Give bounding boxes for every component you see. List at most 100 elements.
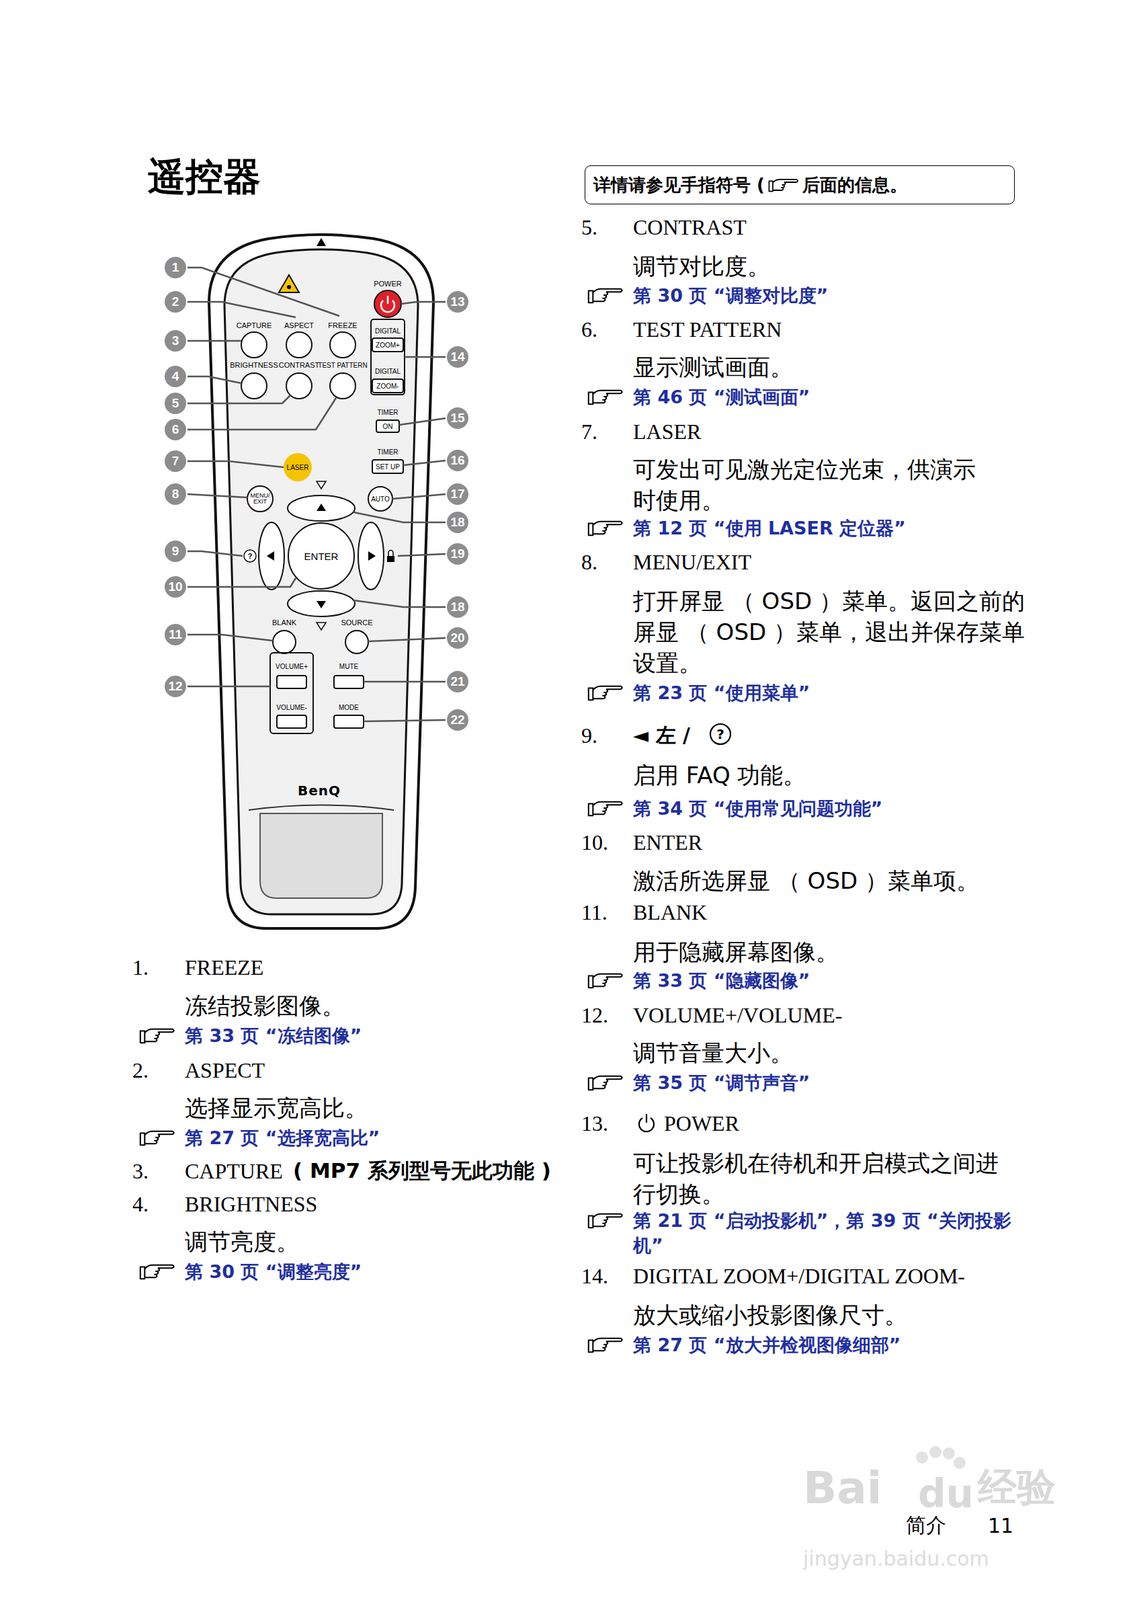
button-label: CAPTURE [236, 321, 273, 330]
watermark: 经验 [977, 1460, 1056, 1514]
callout-number: 5 [172, 395, 180, 411]
item-note: ( MP7 系列型号无此功能 ) [293, 1156, 552, 1185]
item-number: 8. [581, 549, 598, 575]
item-description: 用于隐藏屏幕图像。 [633, 936, 839, 968]
item-name: FREEZE [184, 954, 264, 980]
item-description: 打开屏显 （ OSD ）菜单。返回之前的屏显 （ OSD ）菜单，退出并保存菜单… [633, 585, 1037, 679]
hand-icons [140, 288, 623, 1353]
button-label: MODE [338, 703, 359, 712]
item-name: CAPTURE [184, 1158, 283, 1184]
watermark-paw [915, 1445, 966, 1469]
item-description: 显示测试画面。 [633, 351, 793, 383]
item-number: 11. [581, 899, 608, 925]
note-box: 详情请参见手指符号 (后面的信息。 [584, 165, 1015, 205]
callout-number: 8 [172, 486, 180, 502]
item-description: 可让投影机在待机和开启模式之间进行切换。 [633, 1147, 1010, 1209]
callout-number: 2 [172, 294, 180, 310]
item-number: 14. [581, 1263, 609, 1289]
page-reference: 第 33 页 “隐藏图像” [633, 967, 810, 993]
item-description: 冻结投影图像。 [184, 989, 345, 1021]
button-label: AUTO [370, 495, 390, 503]
callout-number: 6 [172, 422, 180, 437]
item-name: BLANK [633, 899, 707, 925]
item-name: DIGITAL ZOOM+/DIGITAL ZOOM- [633, 1263, 966, 1289]
button-label: BRIGHTNESS [229, 360, 279, 369]
item-number: 1. [132, 954, 149, 980]
callout-number: 18 [450, 599, 465, 615]
buttons [241, 274, 405, 734]
page-reference: 第 35 页 “调节声音” [633, 1069, 810, 1095]
button-label: LASER [286, 463, 310, 472]
remote-body [208, 234, 434, 929]
callout-number: 22 [450, 712, 465, 728]
leader-lines [186, 267, 447, 722]
item-description: 激活所选屏显 （ OSD ）菜单项。 [633, 864, 980, 896]
item-description: 启用 FAQ 功能。 [633, 759, 806, 791]
page-reference: 第 21 页 “启动投影机”，第 39 页 “关闭投影机” [633, 1207, 1023, 1258]
item-description: 选择显示宽高比。 [184, 1092, 368, 1123]
button-label: MUTE [339, 662, 359, 671]
button-label: TIMER [377, 408, 398, 416]
callout-number: 11 [168, 626, 183, 642]
callout-number: 10 [168, 579, 183, 595]
button-label: SOURCE [340, 618, 373, 627]
button-label: VOLUME- [276, 703, 308, 712]
hand-icon [767, 176, 800, 194]
callout-number: 21 [450, 674, 465, 689]
item-name: MENU/EXIT [633, 549, 752, 575]
callout-number: 12 [168, 678, 183, 694]
faq-symbol: ? [716, 725, 725, 742]
page-title: 遥控器 [147, 151, 261, 203]
page-reference: 第 30 页 “调整亮度” [184, 1258, 362, 1284]
item-name: ASPECT [184, 1057, 265, 1083]
callout-number: 16 [450, 452, 465, 468]
item-number: 4. [132, 1191, 149, 1217]
item-name: VOLUME+/VOLUME- [633, 1002, 843, 1028]
button-label: BLANK [272, 618, 297, 627]
item-description: 调节亮度。 [184, 1225, 300, 1257]
item-number: 12. [581, 1002, 609, 1028]
item-name: LASER [633, 419, 701, 445]
button-symbol: ? [247, 551, 253, 560]
item-number: 6. [581, 317, 598, 343]
callout-number: 7 [172, 453, 180, 469]
button-label: ZOOM+ [375, 341, 400, 349]
watermark: Bai [803, 1461, 882, 1514]
callout-number: 20 [450, 630, 465, 646]
callout-number: 4 [172, 368, 180, 384]
callout-number: 17 [450, 486, 465, 502]
button-label: CONTRAST [278, 360, 320, 369]
button-label: VOLUME+ [275, 662, 308, 671]
page-reference: 第 33 页 “冻结图像” [184, 1022, 362, 1048]
item-number: 3. [132, 1158, 149, 1184]
item-number: 10. [581, 829, 609, 855]
button-label: POWER [373, 279, 402, 288]
button-label: SET UP [375, 463, 400, 471]
item-name: CONTRAST [633, 215, 747, 240]
note-text: 详情请参见手指符号 ( [593, 173, 765, 197]
page-reference: 第 34 页 “使用常见问题功能” [633, 795, 883, 821]
item-name: ◄ 左 / [633, 721, 691, 750]
item-description: 调节对比度。 [633, 250, 771, 282]
callout-number: 18 [450, 514, 465, 530]
item-number: 9. [581, 723, 598, 748]
page-reference: 第 12 页 “使用 LASER 定位器” [633, 515, 906, 541]
callout-number: 15 [450, 410, 465, 426]
button-label: ASPECT [284, 321, 314, 330]
page-reference: 第 27 页 “选择宽高比” [184, 1124, 380, 1150]
callout-circles [163, 256, 470, 732]
button-label: ZOOM- [376, 382, 399, 390]
button-label: ON [383, 422, 394, 431]
callout-number: 19 [450, 546, 465, 562]
button-label: DIGITAL [374, 367, 401, 375]
button-label: FREEZE [327, 321, 357, 330]
callout-number: 3 [172, 333, 180, 349]
page-reference: 第 46 页 “测试画面” [633, 384, 810, 410]
item-number: 7. [581, 419, 598, 445]
callout-number: 13 [450, 294, 465, 310]
button-label: TIMER [377, 448, 398, 456]
item-name: ENTER [633, 829, 703, 855]
callout-number: 1 [172, 260, 180, 275]
